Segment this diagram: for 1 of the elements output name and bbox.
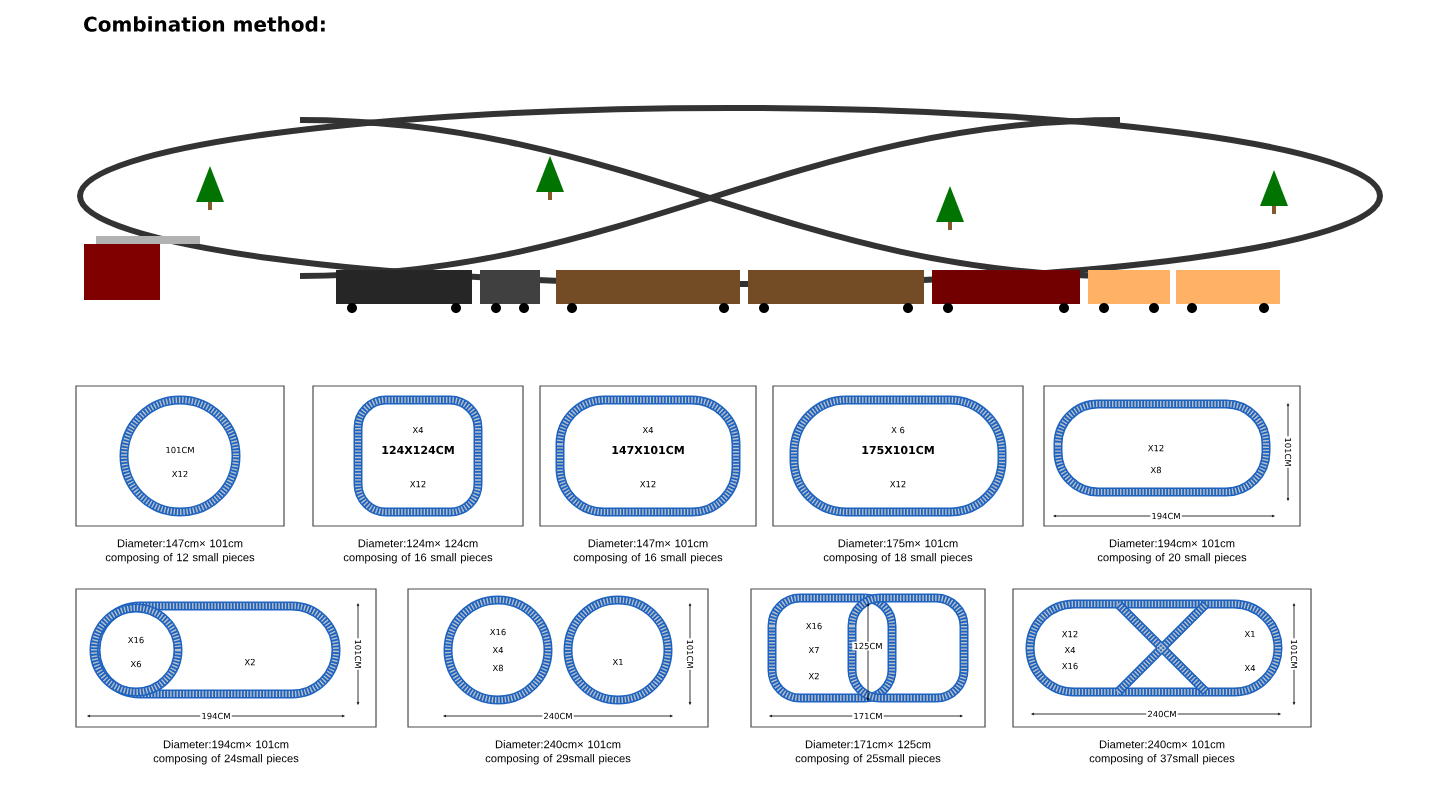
title: Combination method: — [84, 16, 325, 32]
